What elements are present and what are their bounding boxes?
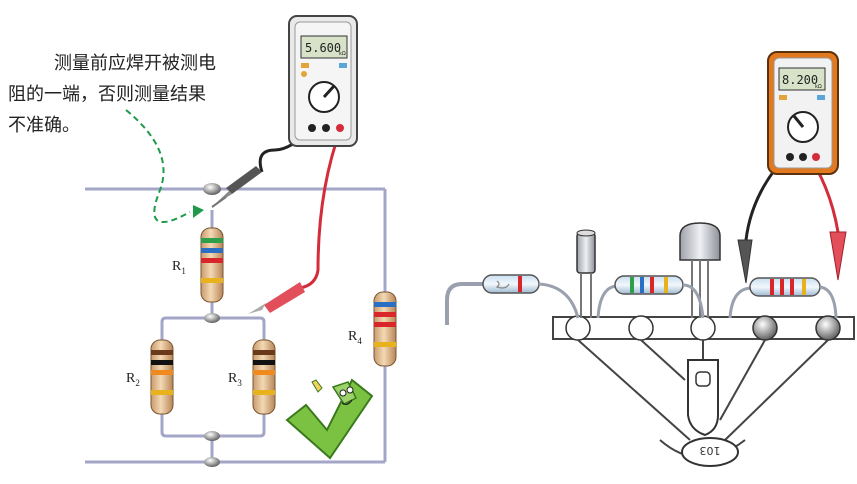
color-band: [374, 342, 396, 347]
color-band: [253, 360, 275, 365]
label-r4: R4: [348, 329, 362, 346]
display-right: [778, 67, 826, 91]
note-line-3: 不准确。: [8, 115, 80, 136]
solder-joints: [203, 183, 221, 467]
multimeter-right: 8.200 kΩ: [767, 51, 839, 175]
unit-right: kΩ: [815, 84, 822, 90]
color-band: [201, 278, 223, 283]
color-band: [253, 370, 275, 375]
label-r1: R1: [172, 259, 186, 276]
color-band: [151, 390, 173, 395]
resistor-r1: [200, 227, 224, 303]
red-probe-left: [248, 127, 343, 314]
black-probe-left: [211, 126, 315, 208]
board-resistor-2: [749, 277, 821, 297]
color-band: [253, 390, 275, 395]
color-band: [151, 350, 173, 355]
color-band: [201, 248, 223, 253]
ic-label: 103: [700, 444, 721, 457]
glass-component: [482, 274, 540, 294]
note-line-2: 阻的一端，否则测量结果: [8, 84, 206, 105]
color-band: [374, 302, 396, 307]
resistor-r2: [150, 339, 174, 415]
label-r3: R3: [228, 371, 242, 388]
electrolytic-capacitor: [576, 229, 596, 318]
color-band: [151, 360, 173, 365]
note-line-1: 测量前应焊开被测电: [54, 53, 216, 74]
check-mark-mascot: [285, 378, 374, 460]
reading-right: 8.200: [782, 73, 818, 87]
board-resistor-1: [614, 275, 684, 295]
color-band: [201, 258, 223, 263]
color-band: [253, 350, 275, 355]
multimeter-left: 5.600 kΩ: [288, 15, 358, 147]
unit-left: kΩ: [339, 51, 346, 57]
color-band: [374, 322, 396, 327]
color-band: [151, 370, 173, 375]
color-band: [201, 238, 223, 243]
resistor-r4: [373, 291, 397, 367]
resistors: [150, 227, 397, 415]
dashed-arrow: [125, 109, 204, 223]
right-board: 103: [445, 51, 855, 467]
display-left: [300, 35, 348, 59]
resistor-r3: [252, 339, 276, 415]
label-r2: R2: [126, 371, 140, 388]
color-band: [374, 312, 396, 317]
warning-note: 测量前应焊开被测电 阻的一端，否则测量结果 不准确。: [8, 48, 258, 141]
reading-left: 5.600: [305, 41, 341, 55]
